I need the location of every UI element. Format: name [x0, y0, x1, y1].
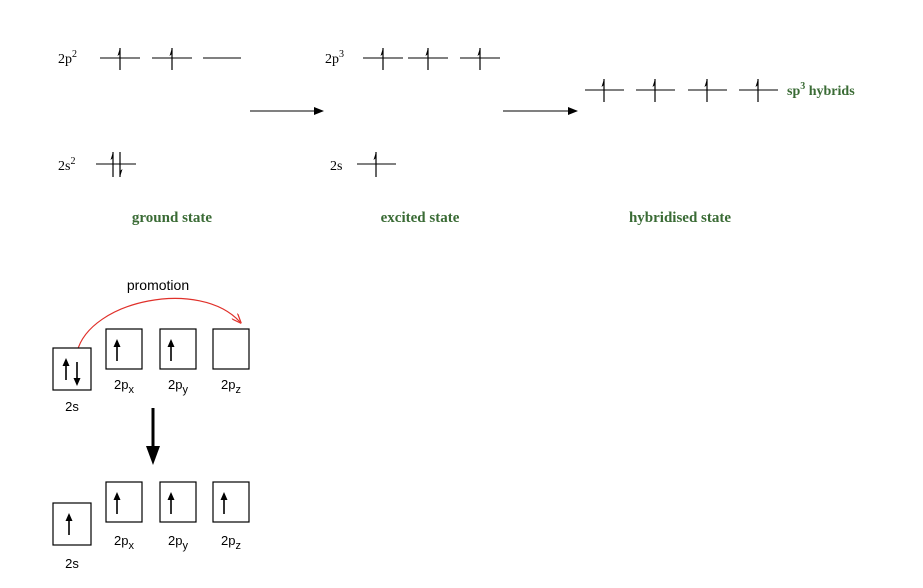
bottom-2pz-box	[212, 481, 250, 523]
top-2pz-box	[212, 328, 250, 370]
excited-state-group: 2p3 2s excited state	[325, 48, 500, 226]
top-2px-label: 2px	[114, 377, 134, 396]
top-2py-box	[159, 328, 197, 370]
bottom-2px-box	[105, 481, 143, 523]
ground-2p-orbital-2	[152, 48, 192, 70]
bottom-2py-label: 2py	[168, 533, 188, 552]
top-2px-box	[105, 328, 143, 370]
excited-2s-label: 2s	[330, 159, 342, 174]
excited-2p-orbital-2	[408, 48, 448, 70]
excited-2p-orbital-1	[363, 48, 403, 70]
bottom-2pz-label: 2pz	[221, 533, 241, 552]
excited-state-label: excited state	[381, 210, 460, 226]
ground-state-label: ground state	[132, 210, 212, 226]
sp3-hybrids-label: sp3 hybrids	[787, 81, 855, 99]
bottom-2s-label: 2s	[65, 556, 79, 571]
top-2py-label: 2py	[168, 377, 188, 396]
ground-2s-orbital	[96, 152, 136, 177]
top-2s-label: 2s	[65, 399, 79, 414]
top-2s-box	[52, 347, 92, 391]
hybrid-orbital-2	[636, 79, 675, 102]
ground-state-group: 2p2 2s2 ground state	[58, 48, 241, 226]
ground-2p-label: 2p2	[58, 49, 77, 67]
top-2pz-label: 2pz	[221, 377, 241, 396]
hybrid-orbital-4	[739, 79, 778, 102]
excited-2p-label: 2p3	[325, 49, 344, 67]
excited-2s-orbital	[357, 152, 396, 177]
bottom-2py-box	[159, 481, 197, 523]
box-diagram: promotion 2s 2px 2py 2pz	[52, 277, 250, 571]
promotion-arrow	[76, 297, 240, 353]
excited-2p-orbital-3	[460, 48, 500, 70]
bottom-2s-box	[52, 502, 92, 546]
hybrid-state-label: hybridised state	[629, 210, 731, 226]
bottom-2px-label: 2px	[114, 533, 134, 552]
hybrid-state-group: sp3 hybrids hybridised state	[585, 79, 855, 226]
ground-2s-label: 2s2	[58, 156, 75, 174]
hybrid-orbital-3	[688, 79, 727, 102]
hybrid-orbital-1	[585, 79, 624, 102]
promotion-label: promotion	[127, 277, 189, 293]
ground-2p-orbital-1	[100, 48, 140, 70]
